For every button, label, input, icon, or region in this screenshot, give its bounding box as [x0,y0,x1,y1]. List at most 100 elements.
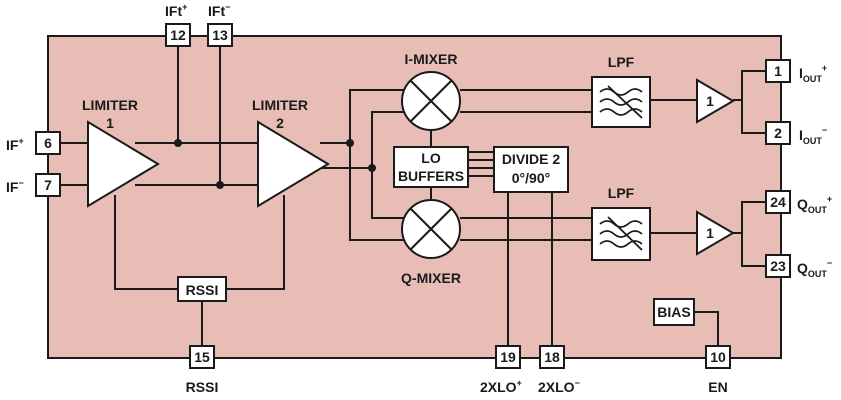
pin-iout-minus-sub: OUT [803,136,823,146]
pin-15-number: 15 [194,349,210,365]
junction-dot [174,139,182,147]
pin-if-minus-text: IF [6,179,19,195]
i-mixer-label: I-MIXER [405,51,458,67]
junction-dot [346,139,354,147]
pin-qout-plus-label: QOUT+ [797,194,832,215]
pin-23-box [765,254,791,278]
pin-6-number: 6 [44,135,52,151]
pin-2-number: 2 [774,125,782,141]
pin-iout-minus-label: IOUT− [799,125,827,146]
filter-symbol-icon [599,85,643,119]
pin-1-number: 1 [774,63,782,79]
pin-6-box [35,131,61,155]
lo-buffers-block [393,146,469,188]
pin-ift-minus-text: IFt [208,3,225,19]
pin-qout-minus-sub: OUT [808,269,828,279]
wire-iout-minus [733,99,766,134]
pin-ift-minus-label: IFt− [208,2,230,19]
pin-if-plus-sup: + [18,136,23,146]
pin-if-minus-sup: − [18,178,23,188]
pin-iout-minus-sup: − [822,125,827,135]
q-mixer [401,199,461,259]
pin-qout-minus-sup: − [827,258,832,268]
wire-rssi-lim2 [226,195,285,290]
pin-ift-plus-label: IFt+ [165,2,187,19]
limiter-1-index: 1 [106,115,114,131]
rssi-block-label: RSSI [186,282,219,298]
pin-if-plus-label: IF+ [6,136,24,153]
pin-qout-minus-label: QOUT− [797,258,832,279]
pin-19-box [495,345,521,369]
pin-qout-plus-sub: OUT [808,205,828,215]
rssi-block [177,276,227,302]
pin-iout-plus-sup: + [822,63,827,73]
pin-iout-minus-text: I [799,127,803,143]
junction-dot [216,181,224,189]
filter-symbol-icon [599,216,643,251]
pin-13-number: 13 [212,27,228,43]
out-amp-top-triangle [696,78,735,124]
pin-1-box [765,59,791,83]
limiter-2-label: LIMITER [252,97,308,113]
limiter-2-index: 2 [276,115,284,131]
wire-bus-outer [349,89,410,241]
pin-iout-plus-text: I [799,65,803,81]
bias-label: BIAS [657,304,690,320]
pin-24-box [765,190,791,214]
pin-24-number: 24 [770,194,786,210]
pin-if-minus-label: IF− [6,178,24,195]
pin-15-box [189,345,215,369]
q-mixer-label: Q-MIXER [401,270,461,286]
pin-iout-plus-label: IOUT+ [799,63,827,84]
pin-xlo-minus-text: 2XLO [538,379,575,395]
pin-23-number: 23 [770,258,786,274]
pin-xlo-plus-sup: + [517,378,522,388]
junction-dot [368,164,376,172]
lpf-bottom-label: LPF [608,185,635,201]
pin-7-box [35,173,61,197]
pin-en-label: EN [708,379,727,395]
wire-bias-en [690,311,719,346]
pin-iout-plus-sub: OUT [803,74,823,84]
pin-rssi-label: RSSI [186,379,219,395]
pin-ift-plus-sup: + [182,2,187,12]
lo-buffers-line2: BUFFERS [398,168,464,184]
pin-12-box [165,23,191,47]
pin-10-box [705,345,731,369]
pin-qout-minus-text: Q [797,260,808,276]
out-amp-bottom-gain: 1 [706,225,714,241]
pin-xlo-minus-sup: − [575,378,580,388]
divide-line1: DIVIDE 2 [502,151,561,167]
pin-qout-plus-text: Q [797,196,808,212]
pin-2-box [765,121,791,145]
divide-block [493,146,569,193]
pin-xlo-plus-label: 2XLO+ [480,378,522,395]
pin-ift-plus-text: IFt [165,3,182,19]
pin-qout-plus-sup: + [827,194,832,204]
limiter-2-triangle [257,120,330,208]
divide-line2: 0°/90° [512,170,550,186]
pin-18-box [539,345,565,369]
lpf-bottom-block [591,207,651,261]
pin-13-box [207,23,233,47]
pin-18-number: 18 [544,349,560,365]
pin-12-number: 12 [170,27,186,43]
pin-xlo-plus-text: 2XLO [480,379,517,395]
i-mixer [401,71,461,131]
pin-if-plus-text: IF [6,137,19,153]
pin-7-number: 7 [44,177,52,193]
pin-19-number: 19 [500,349,516,365]
pin-xlo-minus-label: 2XLO− [538,378,580,395]
bias-block [653,298,695,326]
lpf-top-label: LPF [608,54,635,70]
limiter-1-label: LIMITER [82,97,138,113]
limiter-1-triangle [87,120,160,208]
wire-rssi-lim1 [114,195,178,290]
out-amp-top-gain: 1 [706,93,714,109]
pin-ift-minus-sup: − [225,2,230,12]
lo-buffers-line1: LO [421,150,441,166]
lpf-top-block [591,76,651,128]
pin-10-number: 10 [710,349,726,365]
wire-qout-minus [733,232,766,267]
